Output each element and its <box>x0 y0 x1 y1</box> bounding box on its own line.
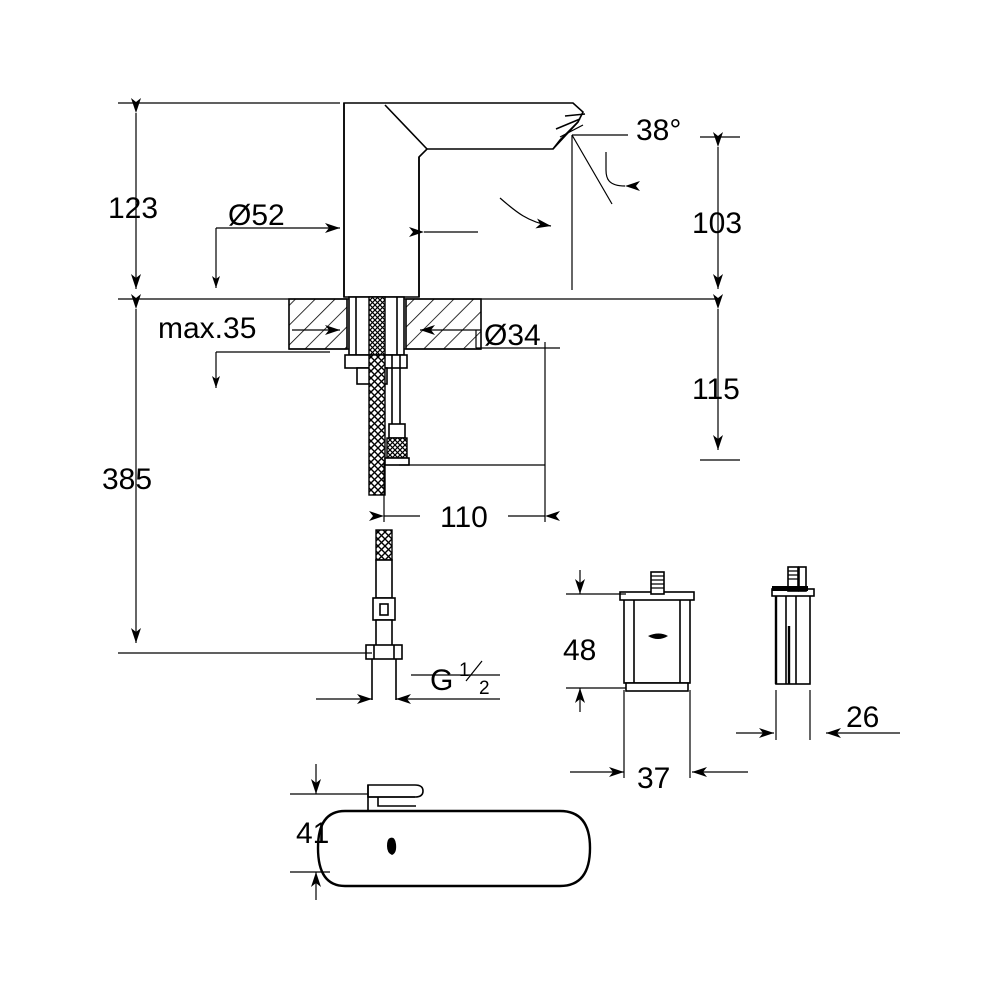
label-103: 103 <box>692 207 742 240</box>
label-123: 123 <box>108 192 158 225</box>
flexible-hose-lower <box>365 529 403 700</box>
fraction-slash <box>465 660 483 682</box>
label-110: 110 <box>440 501 488 534</box>
label-max35: max.35 <box>158 312 256 345</box>
battery-box-front-view <box>619 571 695 692</box>
label-d52: Ø52 <box>228 199 285 232</box>
label-41: 41 <box>296 817 329 850</box>
label-d34: Ø34 <box>484 319 541 352</box>
label-26: 26 <box>846 701 879 734</box>
label-115: 115 <box>692 373 740 406</box>
faucet-body-outline <box>343 102 586 298</box>
countertop-section <box>118 298 718 350</box>
label-g-denominator: 2 <box>479 678 490 699</box>
mounting-shank-assembly <box>344 296 410 496</box>
handle-height-dimension <box>290 764 368 900</box>
label-38deg: 38° <box>636 114 681 147</box>
angle-leader-group <box>409 134 641 290</box>
label-g-numerator: 1 <box>459 660 470 681</box>
label-48: 48 <box>563 634 596 667</box>
label-g: G <box>430 664 453 697</box>
right-dimension-group <box>700 132 740 461</box>
reach-dimension-110 <box>369 342 560 522</box>
faucet-elevation-view <box>118 102 718 700</box>
handle-plan-view <box>316 784 592 888</box>
left-dimension-group <box>118 98 481 654</box>
label-385: 385 <box>102 463 152 496</box>
battery-box-dimension-group <box>566 570 900 778</box>
label-g-half: G 1 2 <box>430 660 490 699</box>
supply-thread-dimension <box>316 674 500 704</box>
label-37: 37 <box>637 762 670 795</box>
dimension-label-group: 123 Ø52 max.35 Ø34 385 110 38° 103 115 4… <box>102 114 879 850</box>
battery-box-side-view <box>771 566 815 685</box>
shank-diameter-leader <box>475 330 560 349</box>
